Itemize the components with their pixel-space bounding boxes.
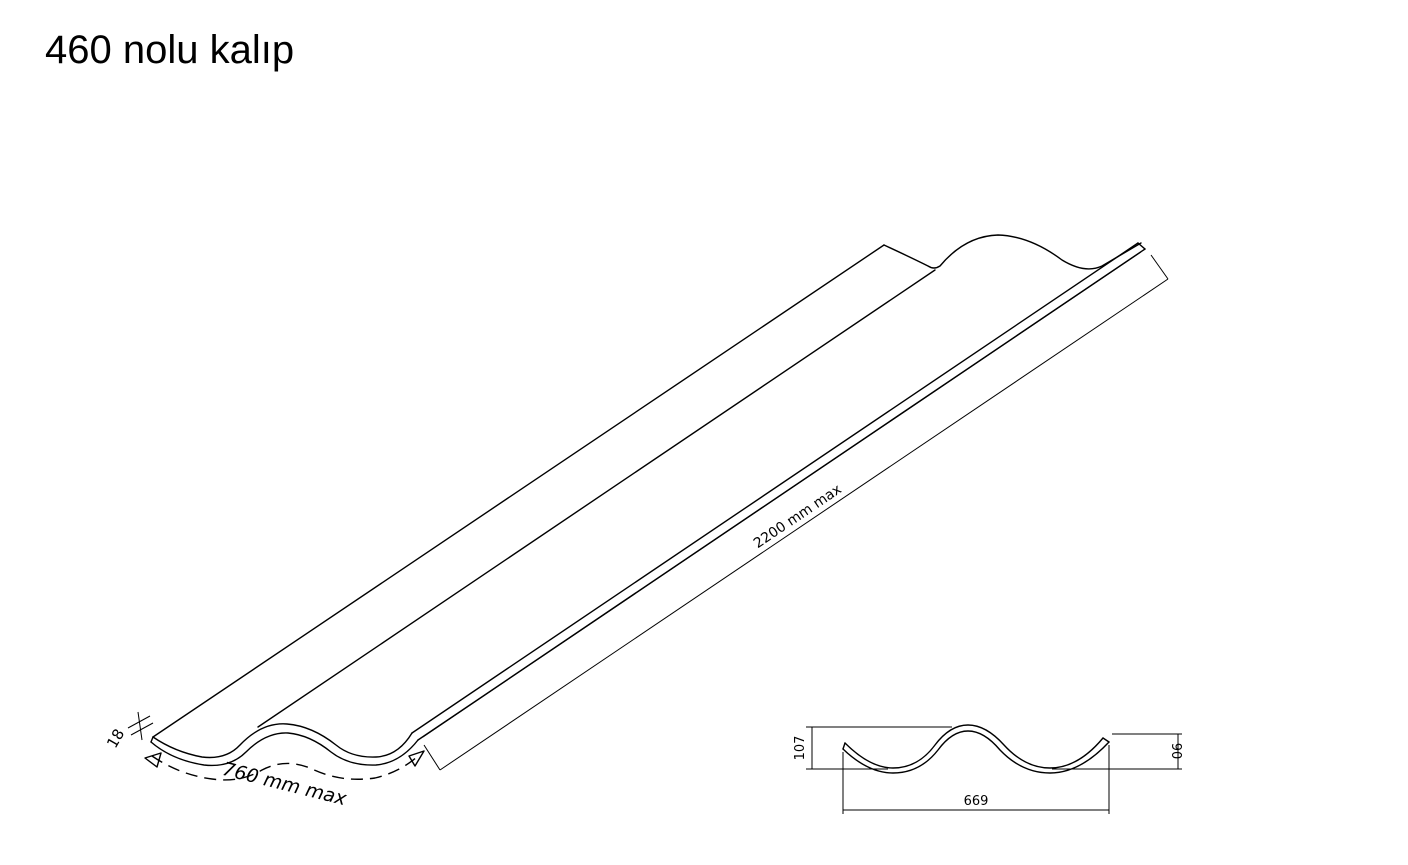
- sheet-near-end-cap: [150, 736, 154, 743]
- length-extension-line-bottom: [423, 744, 441, 771]
- corrugated-sheet-isometric: [150, 234, 1146, 767]
- profile-cap-left: [842, 742, 846, 750]
- width-arrow-left: [144, 752, 162, 768]
- profile-height-inner-label: 90: [1168, 743, 1183, 760]
- profile-inner-curve: [842, 730, 1110, 774]
- profile-height-outer-label: 107: [793, 736, 808, 761]
- cross-section-profile: 107 90 669: [793, 724, 1183, 814]
- sheet-near-end-profile-outer: [152, 723, 413, 759]
- thickness-leader: [137, 711, 143, 741]
- profile-outer-curve: [844, 724, 1104, 769]
- sheet-far-end-cap: [1137, 242, 1146, 250]
- length-dimension: 2200 mm max: [423, 254, 1169, 771]
- profile-width-label: 669: [964, 794, 989, 809]
- width-dimension: 760 mm max: [144, 750, 425, 810]
- sheet-edge-right-inner: [422, 251, 1142, 738]
- sheet-edge-right-upper: [411, 242, 1139, 734]
- length-label: 2200 mm max: [751, 481, 845, 551]
- profile-cap-right: [1102, 737, 1110, 743]
- sheet-edge-left: [152, 244, 885, 738]
- sheet-ridge-line: [257, 269, 936, 728]
- width-label: 760 mm max: [220, 758, 349, 810]
- sheet-far-end-profile: [883, 234, 1142, 270]
- thickness-label: 18: [103, 726, 128, 752]
- length-extension-line-top: [1150, 254, 1169, 280]
- thickness-dimension: 18: [103, 711, 154, 752]
- width-arrow-right: [408, 750, 425, 767]
- width-dimension-curve: [151, 755, 419, 781]
- length-dimension-line: [439, 278, 1169, 771]
- thickness-tick-lower: [130, 722, 154, 736]
- page-title: 460 nolu kalıp: [45, 28, 295, 72]
- sheet-near-end-profile-inner: [150, 732, 419, 767]
